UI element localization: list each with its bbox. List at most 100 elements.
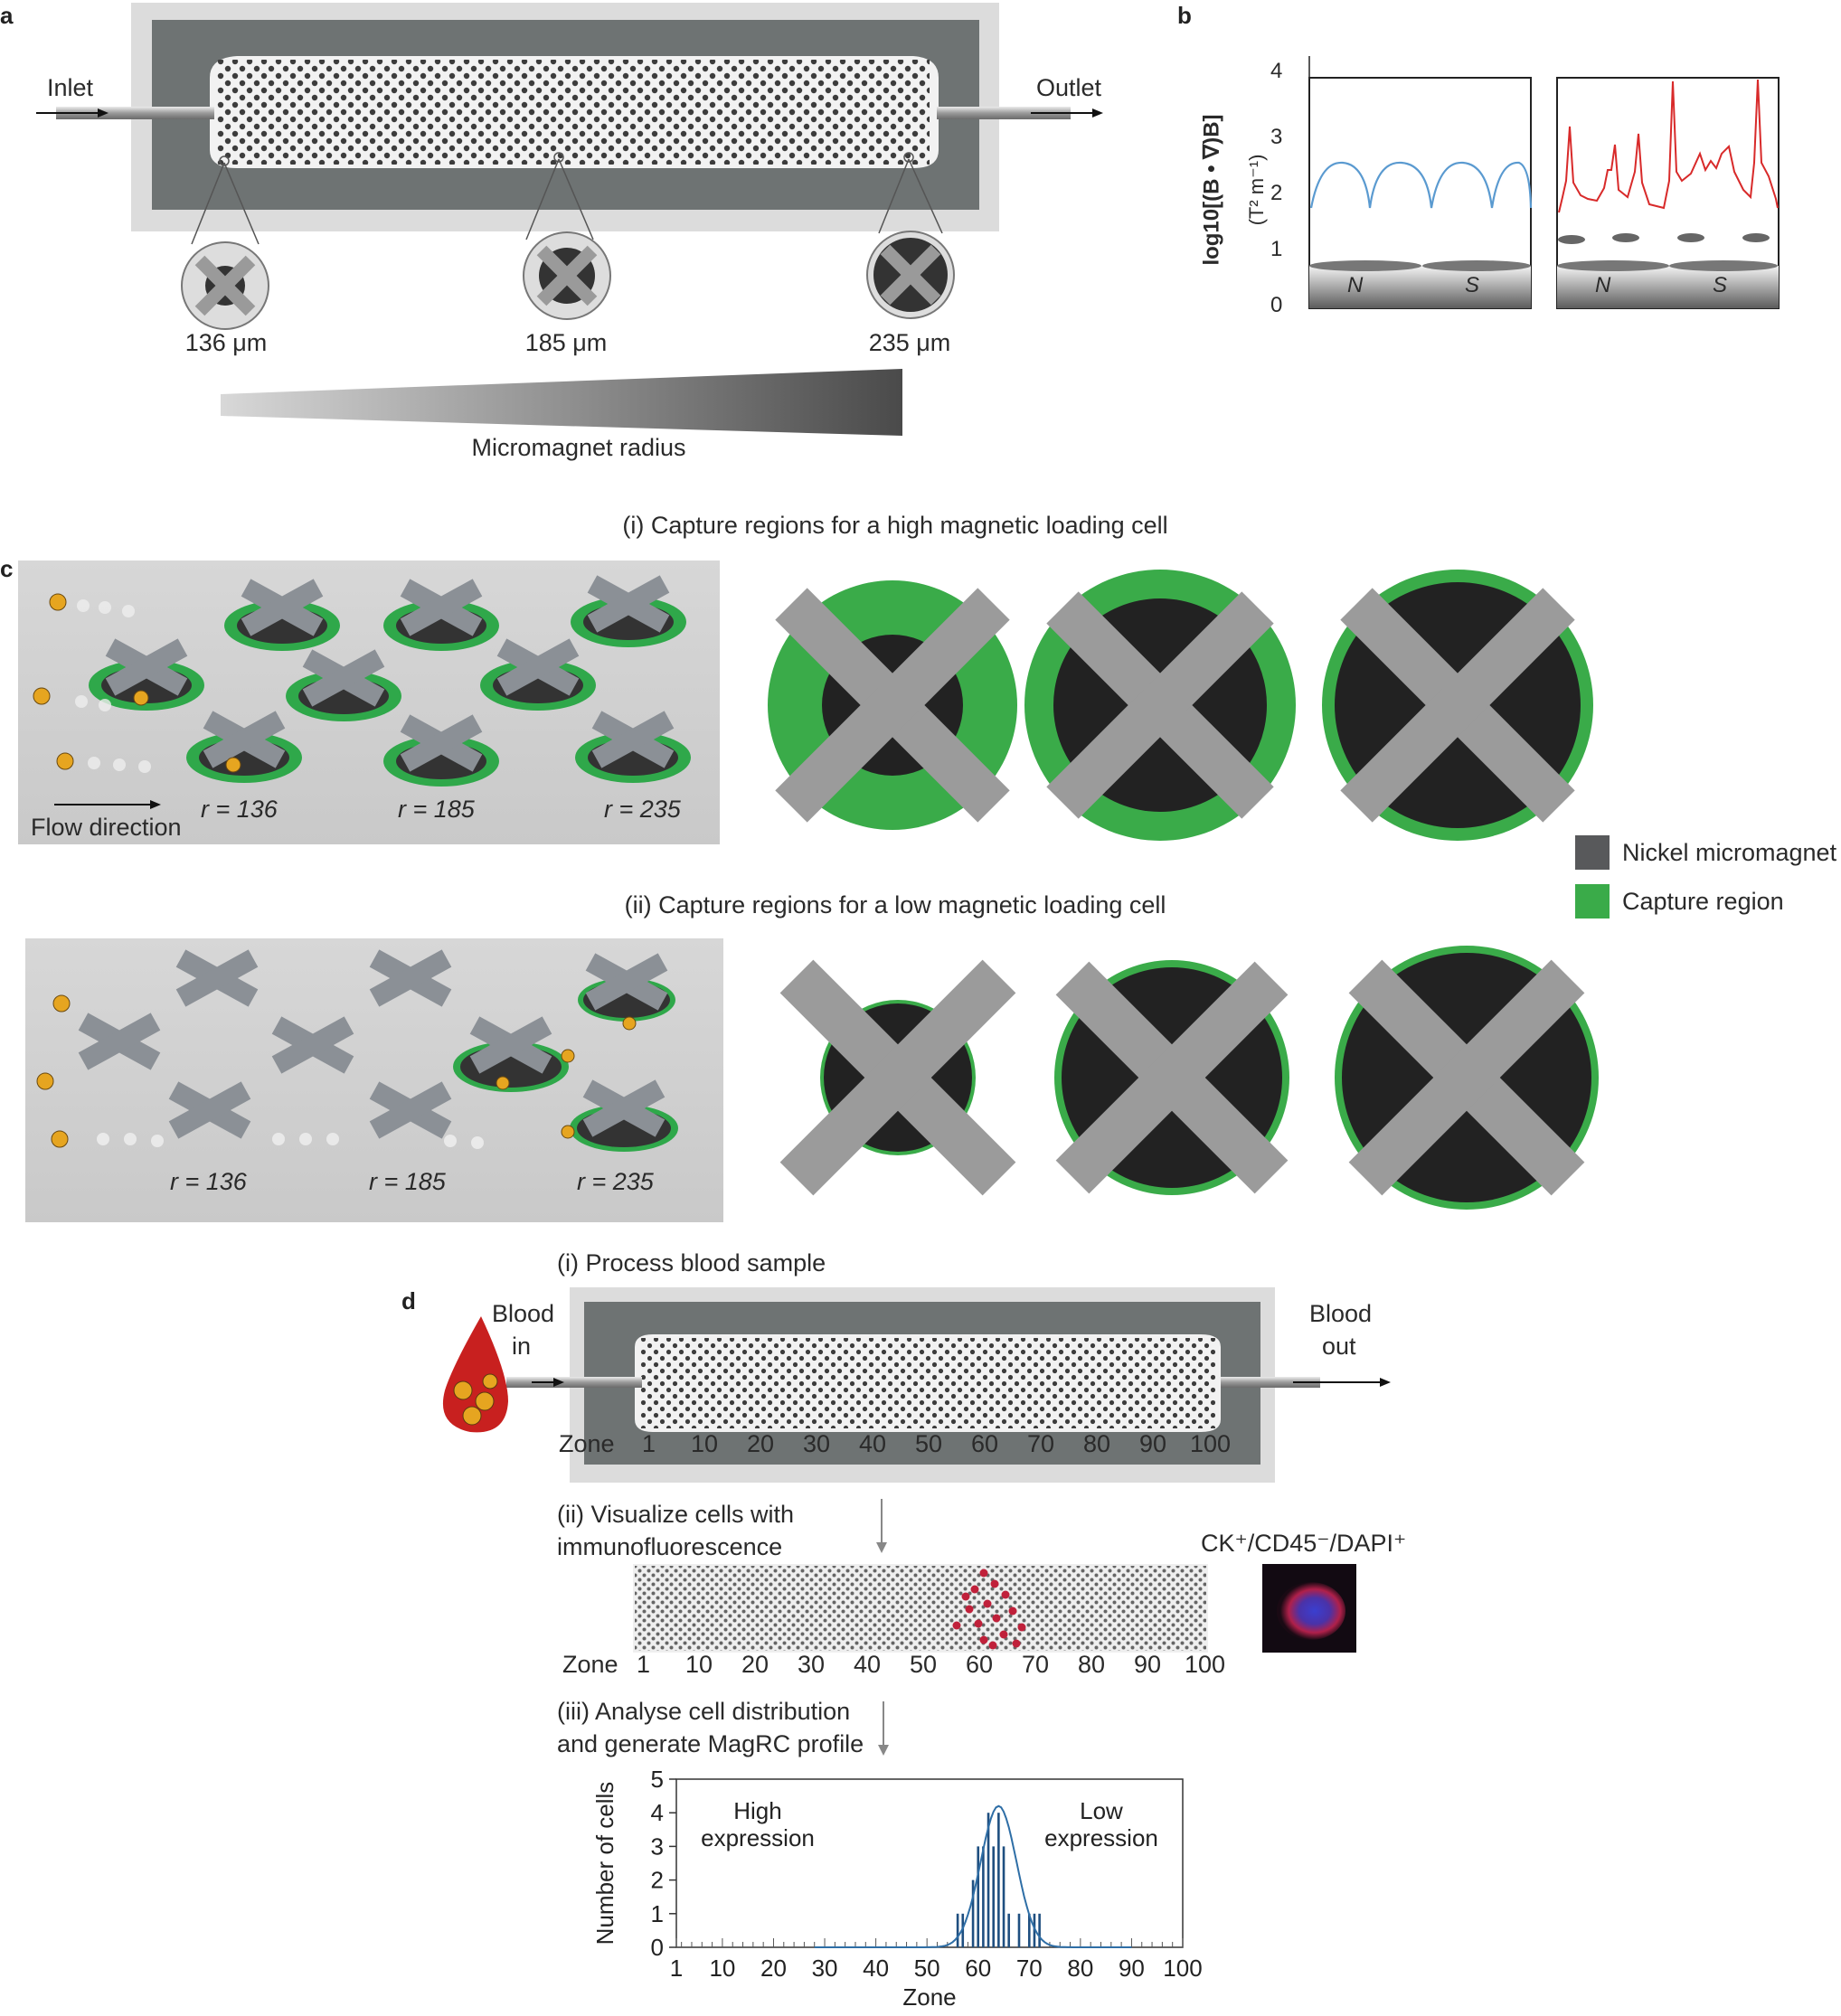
c-low-r136: r = 136 (170, 1168, 247, 1195)
annotation-low-line1: Low (1080, 1797, 1123, 1824)
bar-zone-56 (956, 1913, 959, 1947)
d-step1: (i) Process blood sample (557, 1249, 826, 1276)
bar-zone-59 (971, 1879, 975, 1947)
render-low-loading (25, 938, 723, 1222)
x-tick-label: 20 (760, 1955, 787, 1982)
strip-zone-60: 60 (966, 1651, 994, 1678)
bar-zone-57 (961, 1913, 965, 1947)
capture-low-185 (1054, 960, 1289, 1195)
bar-zone-66 (1007, 1913, 1010, 1947)
magnet-zoom-185 (523, 231, 611, 320)
immunofluorescence-marker: CK⁺/CD45⁻/DAPI⁺ (1201, 1530, 1407, 1557)
b-ylabel-unit: (T² m⁻¹) (1245, 154, 1268, 226)
c-low-r235: r = 235 (577, 1168, 654, 1195)
b-ytick-1: 1 (1270, 237, 1283, 261)
legend-swatch-capture (1575, 884, 1610, 919)
b-ytick-3: 3 (1270, 125, 1283, 149)
bar-zone-64 (997, 1813, 1000, 1947)
device-zone-100: 100 (1190, 1430, 1232, 1457)
device-zone-90: 90 (1139, 1430, 1167, 1457)
legend-swatch-nickel (1575, 835, 1610, 870)
size-label-185: 185 μm (524, 329, 608, 356)
legend-label-capture: Capture region (1622, 888, 1784, 915)
pole-n-right: N (1595, 273, 1611, 297)
strip-zone-70: 70 (1022, 1651, 1050, 1678)
strip-zone-50: 50 (910, 1651, 938, 1678)
y-tick-label: 1 (651, 1900, 664, 1927)
strip-zone-80: 80 (1078, 1651, 1106, 1678)
c-high-r136: r = 136 (201, 796, 278, 823)
d-step3-line2: and generate MagRC profile (557, 1730, 864, 1757)
gradient-label: Micromagnet radius (471, 434, 686, 461)
strip-zone-30: 30 (798, 1651, 826, 1678)
panel-letter-b: b (1177, 2, 1192, 29)
microfluidic-device-a (36, 3, 1103, 436)
flow-direction-label: Flow direction (31, 814, 182, 841)
device-zone-80: 80 (1083, 1430, 1111, 1457)
y-tick-label: 3 (651, 1832, 664, 1860)
blood-out-1: Blood (1309, 1300, 1373, 1327)
d-step2-line1: (ii) Visualize cells with (557, 1501, 795, 1528)
b-ytick-0: 0 (1270, 293, 1283, 317)
magnet-zoom-136 (181, 241, 269, 330)
strip-zone-20: 20 (741, 1651, 769, 1678)
device-zone-60: 60 (971, 1430, 999, 1457)
down-arrow-1 (876, 1499, 887, 1553)
y-tick-label: 2 (651, 1867, 664, 1894)
pole-n-left: N (1347, 273, 1364, 297)
bar-zone-68 (1017, 1913, 1021, 1947)
capture-high-136 (768, 580, 1017, 830)
field-gradient-plot (1308, 56, 1780, 309)
y-axis-label: Number of cells (591, 1782, 618, 1945)
visualization-strip (633, 1564, 1208, 1653)
capture-low-136 (779, 959, 1016, 1196)
x-tick-label: 60 (965, 1955, 991, 1982)
gaussian-fit-curve (814, 1804, 1132, 1948)
x-tick-label: 50 (914, 1955, 940, 1982)
capture-regions-low (779, 946, 1599, 1210)
panel-letter-d: d (401, 1287, 416, 1314)
bar-zone-61 (982, 1846, 985, 1947)
legend-label-nickel: Nickel micromagnet (1622, 839, 1837, 866)
d-step2-line2: immunofluorescence (557, 1533, 783, 1560)
radius-gradient-wedge (221, 369, 902, 436)
annotation-high-line1: High (733, 1797, 781, 1824)
capture-low-235 (1335, 946, 1599, 1210)
panel-letter-c: c (0, 555, 14, 582)
c-low-r185: r = 185 (369, 1168, 446, 1195)
bar-zone-65 (1002, 1846, 1005, 1947)
c-title-low: (ii) Capture regions for a low magnetic … (624, 891, 1166, 919)
x-tick-label: 10 (709, 1955, 735, 1982)
pole-s-left: S (1465, 273, 1480, 297)
x-tick-label: 100 (1163, 1955, 1202, 1982)
x-axis-label: Zone (902, 1983, 956, 2011)
strip-zone-10: 10 (685, 1651, 713, 1678)
c-high-r185: r = 185 (398, 796, 475, 823)
render-high-loading (18, 561, 720, 844)
x-tick-label: 40 (863, 1955, 889, 1982)
pole-s-right: S (1713, 273, 1728, 297)
capture-regions-high (768, 570, 1593, 841)
strip-zone-100: 100 (1185, 1651, 1226, 1678)
blood-out-2: out (1322, 1333, 1356, 1360)
strip-zone-40: 40 (854, 1651, 882, 1678)
device-zone-10: 10 (691, 1430, 719, 1457)
x-tick-label: 30 (812, 1955, 838, 1982)
d-step3-line1: (iii) Analyse cell distribution (557, 1698, 851, 1725)
panel-letter-a: a (0, 2, 14, 29)
x-tick-label: 80 (1067, 1955, 1093, 1982)
y-tick-label: 4 (651, 1799, 664, 1826)
blood-in-1: Blood (492, 1300, 555, 1327)
bar-zone-72 (1038, 1913, 1041, 1947)
magnet-zoom-235 (866, 231, 955, 319)
strip-zone-word: Zone (562, 1651, 618, 1678)
inlet-label: Inlet (47, 74, 94, 101)
bar-zone-70 (1028, 1913, 1031, 1947)
outlet-label: Outlet (1036, 74, 1102, 101)
device-zone-30: 30 (803, 1430, 831, 1457)
capture-high-185 (1024, 570, 1296, 841)
bar-zone-62 (987, 1813, 990, 1947)
b-ytick-4: 4 (1270, 59, 1283, 83)
x-tick-label: 70 (1016, 1955, 1043, 1982)
